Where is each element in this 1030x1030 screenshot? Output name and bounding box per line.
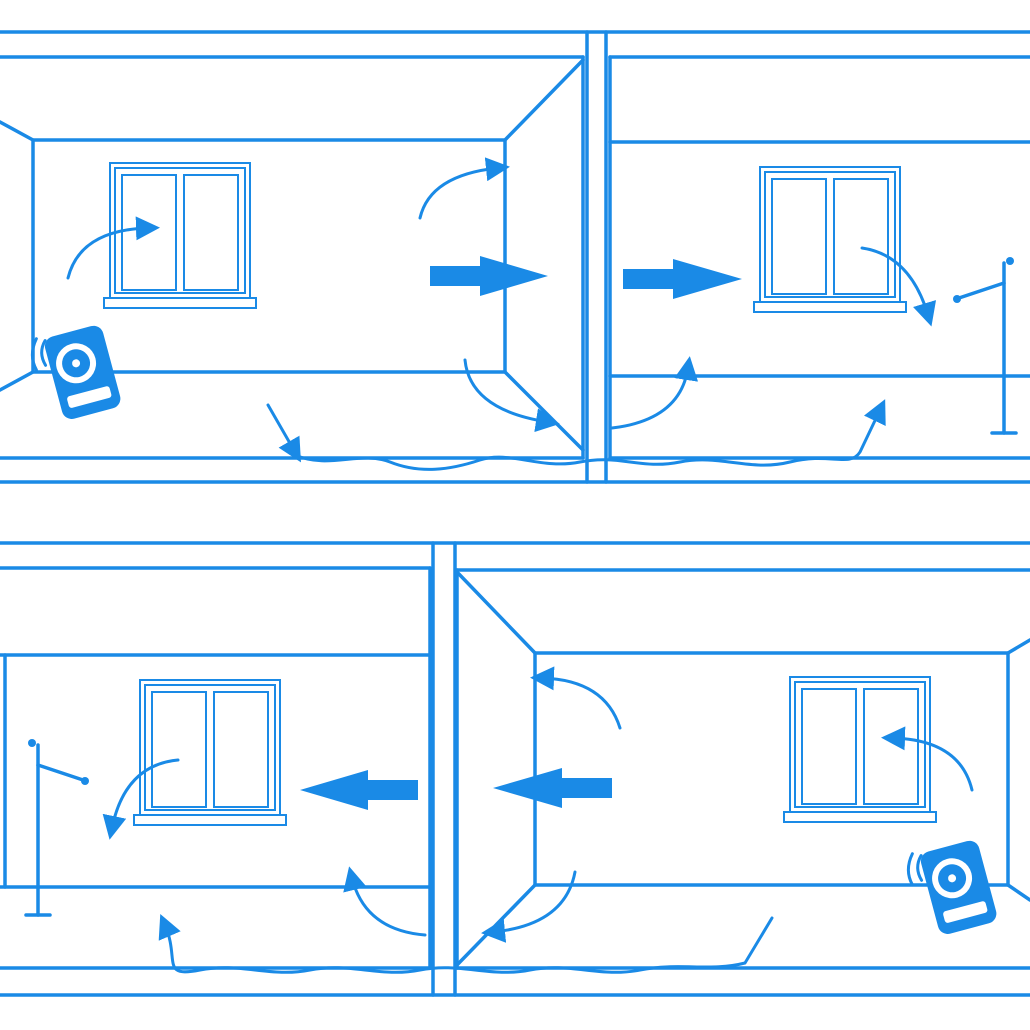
top-panel: [0, 30, 1030, 484]
sound-arrow-icon: [463, 358, 560, 433]
wave-path-icon: [158, 913, 774, 974]
direct-sound-arrow-icon: [493, 768, 612, 808]
direct-sound-arrow-icon: [300, 770, 418, 810]
back-wall-source-room: [533, 651, 1010, 887]
window-icon: [753, 166, 907, 313]
microphone-stand-icon: [951, 255, 1018, 435]
sound-arrow-icon: [881, 726, 974, 792]
sound-arrow-icon: [266, 403, 301, 463]
sound-arrow-icon: [610, 356, 699, 430]
wave-path-icon: [293, 399, 886, 471]
bottom-panel: [0, 541, 1030, 997]
sound-arrow-icon: [418, 157, 510, 220]
back-wall-source-room: [31, 138, 507, 374]
sound-arrow-icon: [66, 216, 160, 280]
sound-arrow-icon: [481, 870, 577, 943]
sound-arrow-icon: [530, 666, 622, 730]
sound-arrow-icon: [343, 866, 427, 937]
window-icon: [133, 679, 287, 826]
direct-sound-arrow-icon: [430, 256, 548, 296]
window-icon: [783, 676, 937, 823]
window-icon: [103, 162, 257, 309]
sound-arrow-icon: [102, 758, 180, 840]
sound-arrow-icon: [860, 246, 937, 327]
speaker-icon: [902, 837, 1001, 938]
direct-sound-arrow-icon: [623, 259, 742, 299]
